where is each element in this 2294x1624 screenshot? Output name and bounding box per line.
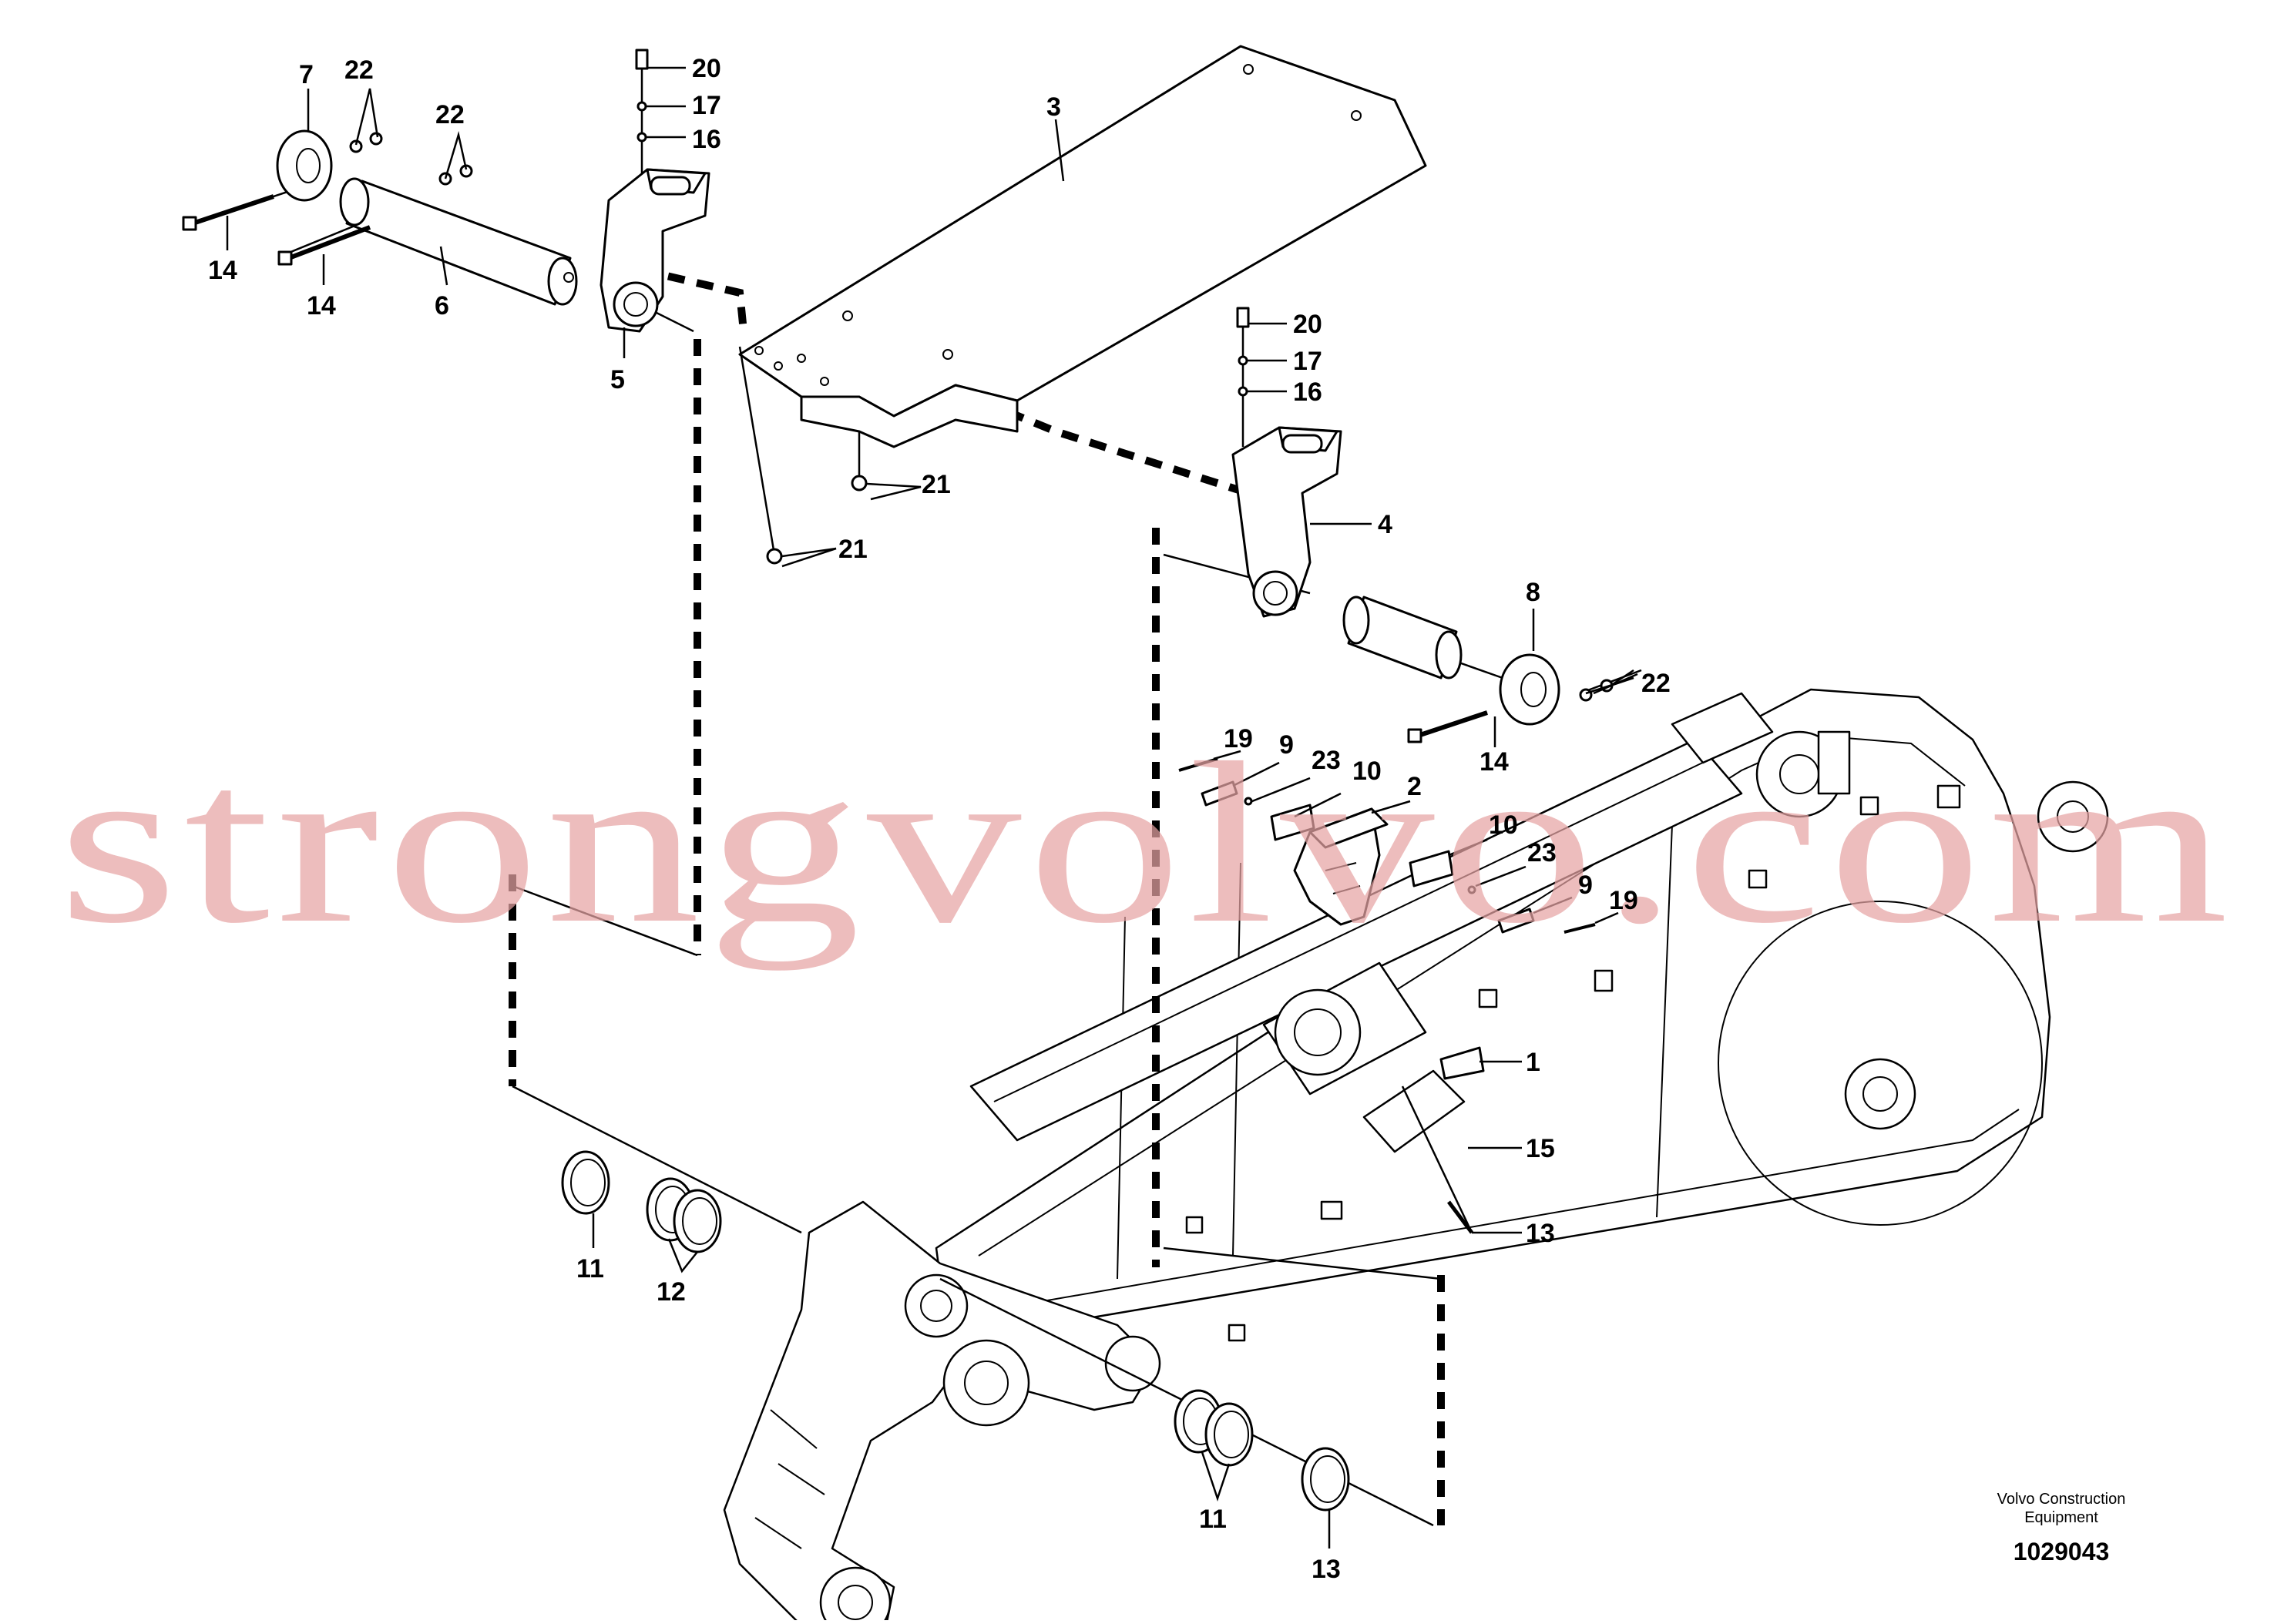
callout-label: 19 — [1224, 724, 1253, 753]
callout-label: 22 — [435, 100, 465, 129]
screws-22 — [349, 132, 1614, 702]
clamp-part-2 — [1293, 807, 1389, 926]
callout-label: 17 — [692, 91, 721, 120]
callout-label: 7 — [299, 60, 314, 89]
callout-label: 1 — [1526, 1048, 1540, 1077]
callout-label: 13 — [1526, 1219, 1555, 1248]
callout-label: 10 — [1489, 810, 1518, 840]
callout-label: 9 — [1578, 871, 1593, 900]
collar-part-8 — [1499, 653, 1560, 726]
brand-line-1: Volvo Construction — [1997, 1491, 2126, 1508]
callout-label: 4 — [1378, 510, 1392, 539]
nuts-21 — [766, 475, 868, 565]
callout-label: 22 — [344, 55, 374, 85]
callout-label: 5 — [610, 365, 625, 394]
callout-label: 23 — [1527, 838, 1557, 867]
callout-label: 14 — [208, 256, 237, 285]
callout-label: 20 — [692, 54, 721, 83]
callout-labels: 7 22 22 20 17 16 3 14 14 6 5 20 17 16 21… — [208, 54, 1671, 1584]
callout-label: 22 — [1641, 669, 1671, 698]
plates-9 — [1201, 780, 1535, 934]
callout-label: 10 — [1352, 757, 1382, 786]
watermark-text: strongvolvo.com — [58, 715, 2235, 971]
brand-line-2: Equipment — [2024, 1509, 2098, 1526]
callout-label: 3 — [1046, 92, 1061, 122]
callout-label: 2 — [1407, 772, 1422, 801]
callout-label: 13 — [1312, 1555, 1341, 1584]
callout-label: 21 — [922, 470, 951, 499]
callout-label: 16 — [1293, 377, 1322, 407]
boom-assembly — [935, 688, 2109, 1365]
callout-label: 14 — [307, 291, 336, 320]
callout-label: 23 — [1312, 746, 1341, 775]
callout-label: 16 — [692, 125, 721, 154]
callout-label: 11 — [1199, 1505, 1227, 1534]
callout-label: 19 — [1609, 886, 1638, 915]
callout-label: 8 — [1526, 578, 1540, 607]
arm-link-assembly — [723, 1200, 1161, 1624]
callout-label: 12 — [657, 1277, 686, 1307]
fittings-1-15-13 — [1439, 1046, 1485, 1234]
pin-right — [1342, 596, 1463, 679]
guard-plate-part-3 — [738, 45, 1427, 448]
callout-label: 9 — [1279, 730, 1294, 760]
callout-label: 17 — [1293, 347, 1322, 376]
callout-label: 6 — [435, 291, 449, 320]
callout-label: 14 — [1480, 747, 1509, 777]
clamps-10 — [1270, 804, 1454, 887]
pin-part-6 — [339, 177, 578, 306]
washers — [561, 1150, 1350, 1512]
callout-label: 15 — [1526, 1134, 1555, 1163]
document-number: 1029043 — [2014, 1538, 2110, 1565]
leader-lines — [226, 66, 1638, 1549]
collar-part-7 — [276, 129, 333, 202]
callout-label: 20 — [1293, 310, 1322, 339]
callout-label: 21 — [838, 535, 868, 564]
brand-block: Volvo Construction Equipment 1029043 — [1997, 1491, 2126, 1565]
callout-label: 11 — [576, 1254, 604, 1283]
bracket-part-5 — [600, 168, 710, 333]
bracket-part-4 — [1231, 426, 1342, 618]
screws-19-washers-23 — [1178, 757, 1596, 934]
bolts-14 — [182, 194, 1488, 743]
